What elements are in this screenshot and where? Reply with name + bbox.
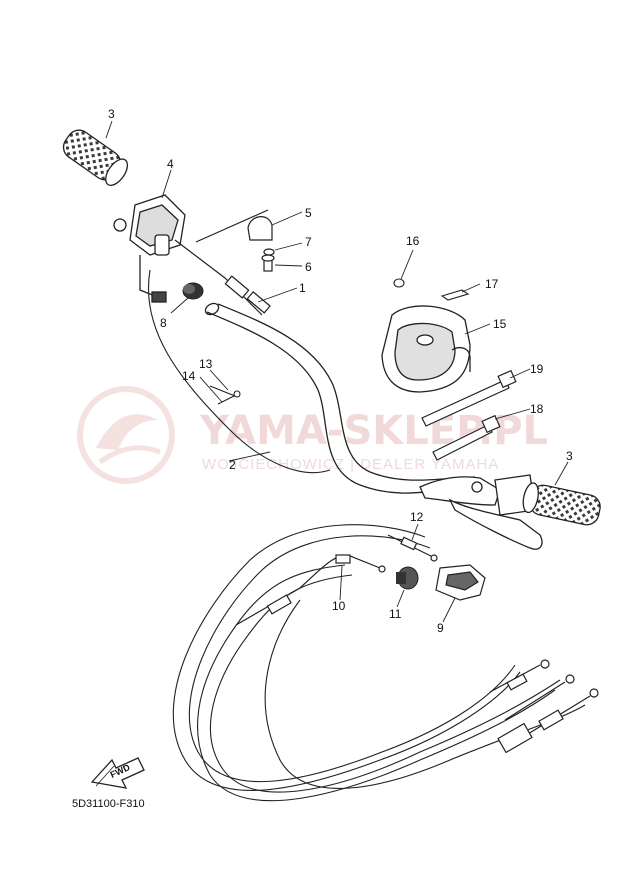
leader-lines	[105, 120, 569, 623]
callout-9: 9	[437, 621, 444, 635]
callout-5: 5	[305, 206, 312, 220]
callout-16: 16	[406, 234, 420, 248]
callout-8: 8	[160, 316, 167, 330]
lever-holder	[435, 564, 486, 601]
cable-ties	[421, 369, 517, 461]
callout-2: 2	[229, 458, 236, 472]
right-lever-assembly	[419, 474, 543, 550]
callout-4: 4	[167, 157, 174, 171]
callouts: 3 4 5 7 6 1 8 13 14 2 16 17 15 19 18 3 1…	[108, 107, 573, 635]
callout-1: 1	[299, 281, 306, 295]
left-grip	[62, 129, 129, 186]
cable-ends	[489, 659, 599, 754]
watermark-subtitle: WOJCIECHOWICZ | DEALER YAMAHA	[202, 456, 499, 473]
callout-3-left: 3	[108, 107, 115, 121]
collar	[182, 282, 204, 300]
throttle-cable	[174, 239, 271, 316]
throttle-housing	[113, 194, 186, 303]
handlebar-cover	[381, 305, 471, 393]
watermark-title: YAMA-SKLEP.PL	[199, 408, 548, 454]
fwd-arrow-icon: FWD	[90, 757, 145, 789]
callout-11: 11	[389, 607, 402, 621]
diagram-code: 5D31100-F310	[72, 798, 145, 810]
cap-plug	[393, 278, 405, 288]
watermark-logo	[77, 386, 175, 484]
cable-clamp	[195, 209, 275, 272]
callout-3-right: 3	[566, 449, 573, 463]
small-bolt	[209, 385, 241, 405]
callout-13: 13	[199, 357, 213, 371]
callout-18: 18	[530, 402, 544, 416]
callout-14: 14	[182, 369, 196, 383]
callout-10: 10	[332, 599, 346, 613]
lever-cable-end	[387, 534, 438, 562]
callout-12: 12	[410, 510, 424, 524]
pad	[440, 289, 470, 301]
adjuster-knob	[396, 566, 419, 590]
callout-15: 15	[493, 317, 507, 331]
cables	[148, 269, 586, 802]
callout-7: 7	[305, 235, 312, 249]
callout-17: 17	[485, 277, 499, 291]
callout-19: 19	[530, 362, 544, 376]
handlebar	[204, 302, 476, 494]
right-grip	[522, 482, 601, 526]
callout-6: 6	[305, 260, 312, 274]
clutch-cable	[235, 554, 386, 626]
